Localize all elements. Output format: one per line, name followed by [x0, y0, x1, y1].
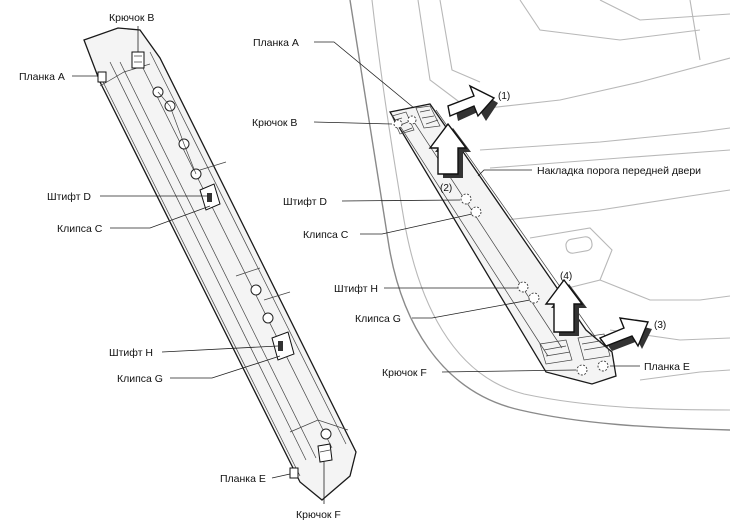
label-l-pin-d: Штифт D [47, 191, 91, 203]
step-4-label: (4) [560, 271, 572, 282]
leader-r-plank-a [314, 41, 415, 109]
hook-b-part [131, 51, 145, 69]
hatch-bottom [539, 333, 611, 365]
leader-r-hook-f [441, 369, 577, 373]
label-r-trim: Накладка порога передней двери [537, 165, 701, 177]
arrow-step-2 [428, 122, 471, 178]
label-l-plank-a: Планка А [19, 71, 65, 83]
label-r-clip-c: Клипса C [303, 229, 349, 241]
plank-e-marker [597, 360, 609, 372]
leader-r-trim [477, 169, 532, 177]
step-1-label: (1) [498, 91, 510, 102]
leader-l-clip-g [170, 355, 281, 379]
label-r-pin-h: Штифт H [334, 283, 378, 295]
leader-l-pin-h [161, 345, 279, 353]
plank-a-part [97, 71, 107, 83]
pin-d-marker [460, 193, 472, 205]
arrow-step-3 [598, 317, 652, 351]
hook-f-marker [576, 364, 588, 376]
leader-l-plank-e [271, 473, 291, 479]
hook-f-part [317, 443, 333, 463]
leader-r-clip-c [360, 213, 473, 235]
label-l-pin-h: Штифт H [109, 347, 153, 359]
step-3-label: (3) [654, 320, 666, 331]
leader-r-clip-g [412, 299, 531, 319]
label-r-plank-a: Планка А [253, 37, 299, 49]
leader-l-clip-c [110, 205, 211, 229]
arrow-step-1 [447, 84, 498, 121]
arrow-step-4 [544, 278, 587, 336]
label-r-clip-g: Клипса G [355, 313, 401, 325]
label-l-plank-e: Планка E [220, 473, 266, 485]
clip-c-marker [470, 206, 482, 218]
leader-r-pin-d [341, 199, 461, 202]
label-r-hook-f: Крючок F [382, 367, 427, 379]
label-l-hook-b: Крючок B [109, 12, 154, 24]
hatch-top [391, 105, 441, 135]
label-l-clip-g: Клипса G [117, 373, 163, 385]
plank-e-part [289, 467, 299, 479]
label-l-hook-f: Крючок F [296, 509, 341, 521]
plank-a-marker [407, 115, 417, 125]
pin-h-marker [517, 281, 529, 293]
label-r-plank-e: Планка E [644, 361, 690, 373]
step-2-label: (2) [440, 183, 452, 194]
clip-g-marker [528, 292, 540, 304]
hook-b-marker [393, 119, 403, 129]
leader-r-hook-b [313, 121, 393, 125]
label-r-pin-d: Штифт D [283, 196, 327, 208]
label-l-clip-c: Клипса C [57, 223, 103, 235]
sill-trim-back-view [83, 27, 357, 501]
label-r-hook-b: Крючок B [252, 117, 297, 129]
